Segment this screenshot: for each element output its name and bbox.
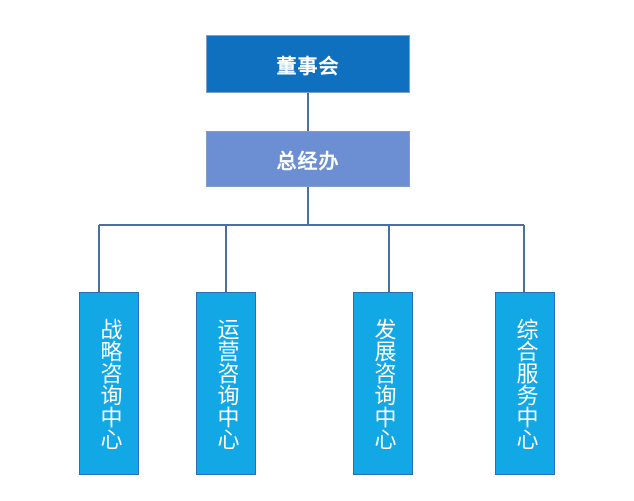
node-operations-consulting-center: 运营咨询中心 <box>196 292 256 475</box>
node-center-label: 综合服务中心 <box>512 317 538 450</box>
node-center-label: 战略咨询中心 <box>96 317 122 450</box>
node-board-label: 董事会 <box>276 53 340 78</box>
node-gm-label: 总经办 <box>276 148 340 173</box>
node-strategy-consulting-center: 战略咨询中心 <box>79 292 139 475</box>
node-development-consulting-center: 发展咨询中心 <box>353 292 413 475</box>
node-center-label: 发展咨询中心 <box>370 317 396 450</box>
node-general-services-center: 综合服务中心 <box>495 292 555 475</box>
node-general-manager-office: 总经办 <box>206 131 410 187</box>
node-center-label: 运营咨询中心 <box>213 317 239 450</box>
node-board-of-directors: 董事会 <box>206 35 410 93</box>
